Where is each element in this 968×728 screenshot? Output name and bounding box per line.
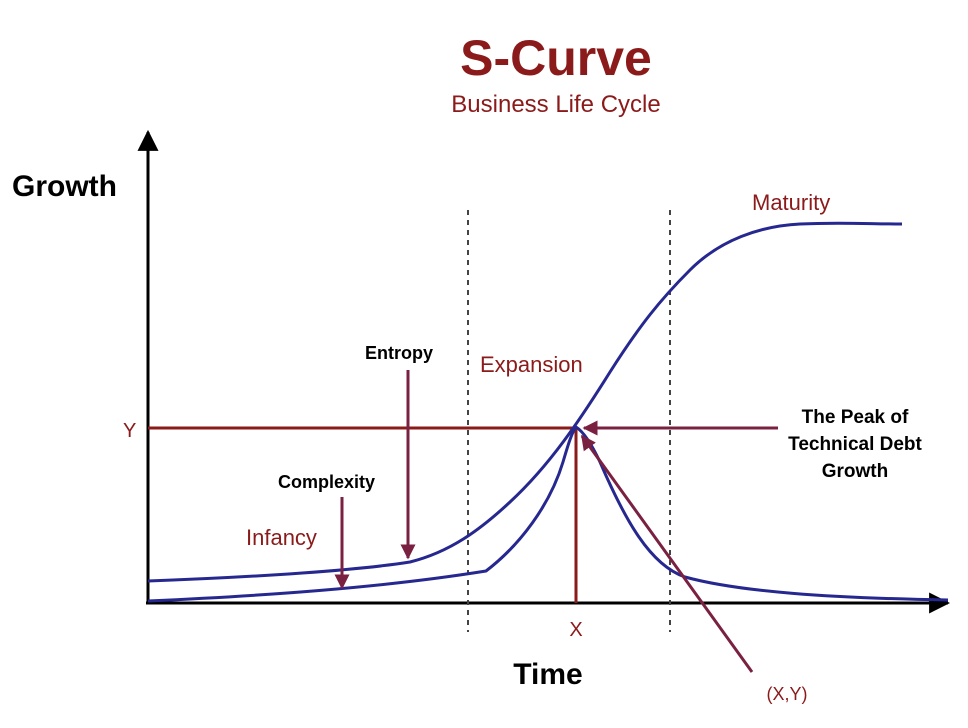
phase-label-maturity: Maturity — [752, 190, 830, 215]
phase-label-infancy: Infancy — [246, 525, 317, 550]
s-curve-line — [147, 221, 903, 583]
diagram-title: S-Curve — [460, 30, 652, 86]
x-axis-label: Time — [513, 658, 582, 691]
phase-label-expansion: Expansion — [480, 352, 583, 377]
annotation-peak-line1: The Peak of — [802, 407, 909, 428]
x-mark-label: X — [569, 619, 582, 641]
technical-debt-curve — [147, 425, 949, 603]
diagram-subtitle: Business Life Cycle — [451, 91, 660, 118]
annotation-entropy: Entropy — [365, 343, 433, 363]
annotation-peak-line2: Technical Debt — [788, 434, 922, 455]
point-label: (X,Y) — [766, 684, 807, 704]
y-mark-label: Y — [123, 420, 136, 442]
annotation-complexity: Complexity — [278, 472, 375, 492]
y-axis-label: Growth — [12, 170, 117, 203]
point-arrow — [580, 434, 754, 673]
annotation-peak-line3: Growth — [822, 461, 889, 482]
